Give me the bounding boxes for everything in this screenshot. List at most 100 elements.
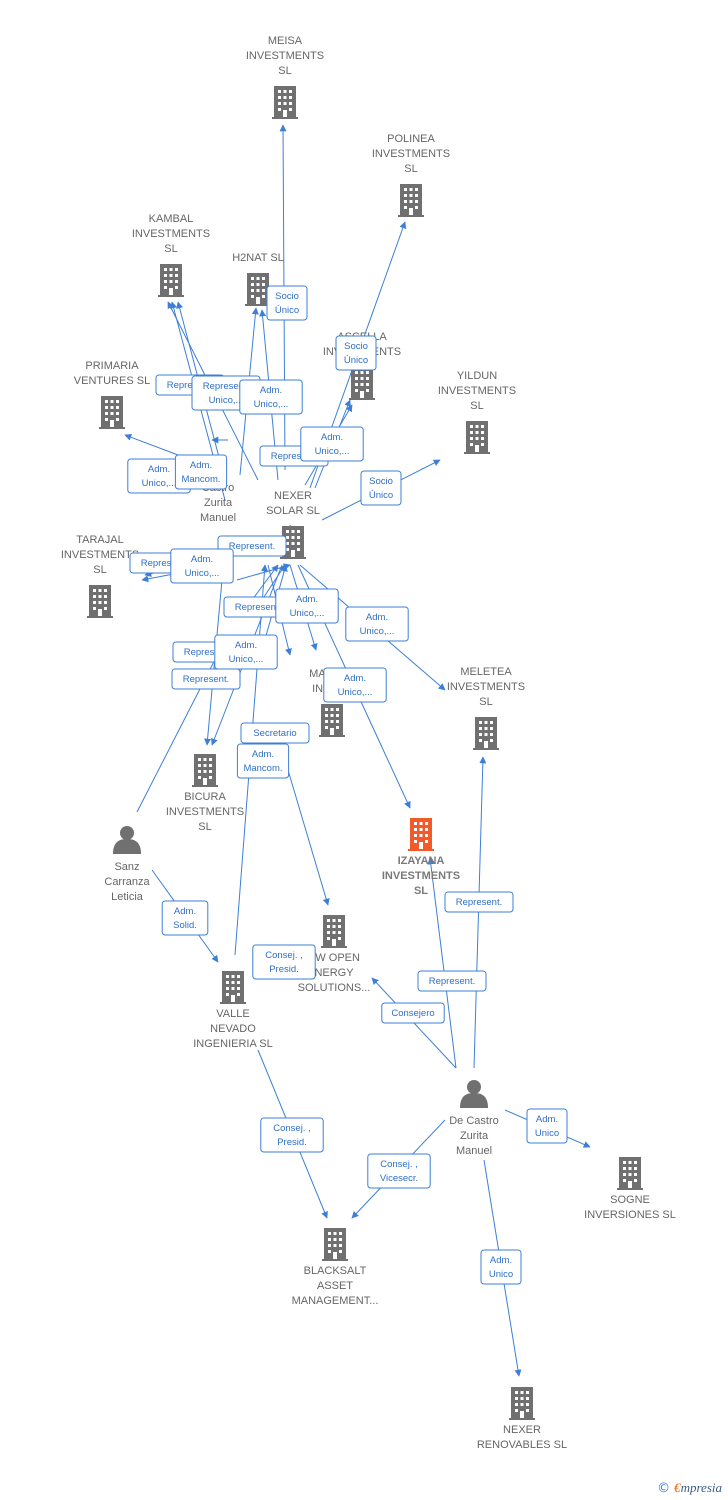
edge-labels-layer: SocioÚnicoSocioÚnicoRepresent.Represent.… bbox=[127, 285, 568, 1285]
node-label: POLINEA bbox=[387, 133, 435, 145]
node-label: INVESTMENTS bbox=[132, 228, 210, 240]
edge-label-text: Adm. bbox=[490, 1255, 512, 1266]
edge-label: Consej. ,Presid. bbox=[260, 1117, 324, 1153]
company-node[interactable]: H2NAT SL bbox=[232, 252, 284, 306]
person-icon bbox=[460, 1080, 488, 1108]
node-label: BLACKSALT bbox=[304, 1265, 367, 1277]
edge-label-text: Adm. bbox=[344, 673, 366, 684]
edge-label-text: Unico,... bbox=[338, 687, 373, 698]
building-icon bbox=[398, 184, 424, 217]
edge-label-text: Mancom. bbox=[181, 474, 220, 485]
edge-label-text: Represent. bbox=[184, 647, 230, 658]
company-node[interactable]: BLACKSALTASSETMANAGEMENT... bbox=[292, 1228, 379, 1307]
edge-label-text: Unico,... bbox=[315, 446, 350, 457]
building-icon bbox=[408, 818, 434, 851]
edge-label: Adm.Unico,... bbox=[170, 548, 234, 584]
person-icon bbox=[113, 826, 141, 854]
building-icon bbox=[99, 396, 125, 429]
node-label: INVESTMENTS bbox=[166, 806, 244, 818]
building-icon bbox=[272, 86, 298, 119]
edge-label: Adm.Unico,... bbox=[300, 426, 364, 462]
company-node[interactable]: EW OPENNERGYSOLUTIONS... bbox=[298, 915, 371, 994]
node-label: SL bbox=[164, 243, 177, 255]
node-label: VENTURES SL bbox=[74, 375, 150, 387]
edge-label-text: Unico,... bbox=[360, 626, 395, 637]
copyright-icon: © bbox=[657, 1480, 671, 1496]
edge-label-text: Represent. bbox=[229, 541, 275, 552]
node-label: KAMBAL bbox=[149, 213, 194, 225]
edges-layer bbox=[124, 124, 591, 1377]
node-label: INVESTMENTS bbox=[372, 148, 450, 160]
edge-label: Represent. bbox=[171, 668, 241, 690]
edge-label: Secretario bbox=[240, 722, 310, 744]
node-label: RENOVABLES SL bbox=[477, 1439, 567, 1451]
edge-label-text: Adm. bbox=[366, 612, 388, 623]
node-label: MANAGEMENT... bbox=[292, 1295, 379, 1307]
edge-label-text: Represent. bbox=[429, 976, 475, 987]
edge-label: Adm. Unico,... bbox=[345, 606, 409, 642]
edge-label-text: Represent. bbox=[141, 558, 187, 569]
edge-label-text: Adm. bbox=[190, 460, 212, 471]
edge-label-text: Unico,... bbox=[142, 478, 177, 489]
building-icon bbox=[220, 971, 246, 1004]
edge-label-text: Único bbox=[369, 490, 393, 501]
edge-label-text: Unico,... bbox=[290, 608, 325, 619]
edge-label-text: Adm. bbox=[296, 594, 318, 605]
edge-label-text: Consejero bbox=[391, 1008, 434, 1019]
node-label: SL bbox=[278, 65, 291, 77]
edge-label-text: Consej. , bbox=[380, 1159, 418, 1170]
edge-label-text: Adm. bbox=[260, 385, 282, 396]
building-icon bbox=[464, 421, 490, 454]
edge-label: Adm. Unico,... bbox=[275, 588, 339, 624]
edge-label: Consejero bbox=[381, 1002, 445, 1024]
node-label: Zurita bbox=[204, 497, 233, 509]
node-label: Sanz bbox=[114, 861, 139, 873]
edge-label: Adm.Unico bbox=[480, 1249, 522, 1285]
edge-label-text: Represent. bbox=[167, 380, 213, 391]
node-label: INVESTMENTS bbox=[246, 50, 324, 62]
node-label: Zurita bbox=[460, 1130, 489, 1142]
node-label: BICURA bbox=[184, 791, 226, 803]
building-icon bbox=[87, 585, 113, 618]
company-node[interactable]: PRIMARIA VENTURES SL bbox=[74, 360, 150, 429]
node-label: H2NAT SL bbox=[232, 252, 284, 264]
nodes-layer: MEISAINVESTMENTSSLPOLINEAINVESTMENTSSLKA… bbox=[61, 35, 676, 1451]
node-label: NEXER bbox=[274, 490, 312, 502]
edge-label: Adm.Solid. bbox=[161, 900, 209, 936]
edge-label-text: Mancom. bbox=[243, 763, 282, 774]
edge-label-text: Único bbox=[344, 355, 368, 366]
edge-label-text: Represent. bbox=[456, 897, 502, 908]
building-icon bbox=[322, 1228, 348, 1261]
edge-label-text: Consej. , bbox=[265, 950, 303, 961]
node-label: NEVADO bbox=[210, 1023, 256, 1035]
edge-label-text: Represent. bbox=[271, 451, 317, 462]
edge-label-text: Represent. bbox=[203, 381, 249, 392]
edge-label: Represent. bbox=[417, 970, 487, 992]
node-label: VALLE bbox=[216, 1008, 249, 1020]
node-label: Carranza bbox=[104, 876, 150, 888]
node-label: De Castro bbox=[449, 1115, 499, 1127]
node-label: PRIMARIA bbox=[85, 360, 139, 372]
relation-edge bbox=[251, 564, 279, 601]
edge-label: Represent. bbox=[217, 535, 287, 557]
edge-label-text: Vicesecr. bbox=[380, 1173, 418, 1184]
company-node[interactable]: KAMBAL INVESTMENTS SL bbox=[132, 213, 210, 297]
node-label: INVESTMENTS bbox=[382, 870, 460, 882]
edge-label-text: Único bbox=[275, 305, 299, 316]
